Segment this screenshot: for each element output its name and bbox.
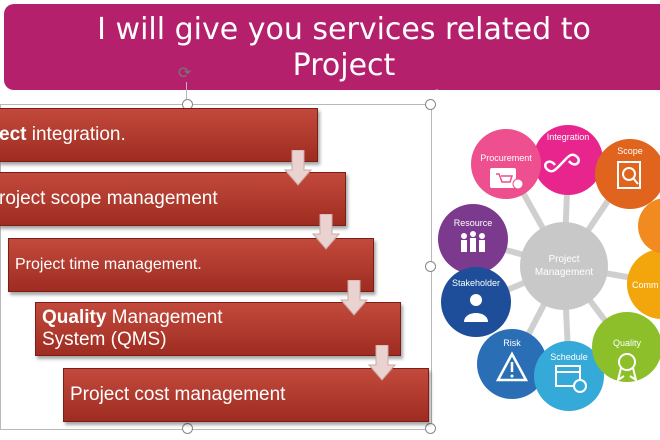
banner-title-line1: I will give you services related to Proj… [97,12,591,83]
node-partial [638,198,660,254]
hub-label-line2: Management [535,267,594,278]
hub-label-line1: Project [548,254,579,265]
step-scope[interactable]: roject scope management [0,172,346,226]
shopping-cart-icon [490,168,524,190]
warning-triangle-icon [495,351,529,382]
down-arrow-icon [312,214,340,250]
person-icon [464,294,488,322]
scope-label: Scope [617,146,643,156]
title-banner: I will give you services related to Proj… [4,4,660,119]
step-cost[interactable]: Project cost management [63,368,429,422]
down-arrow-icon [284,150,312,186]
node-schedule: Schedule [534,341,604,411]
node-risk: Risk [477,329,547,399]
node-scope: Scope [595,139,660,209]
step-time[interactable]: Project time management. [8,238,374,292]
down-arrow-icon [368,345,396,381]
step-2-text: roject scope management [0,188,218,209]
step-4-bold: Quality [42,307,107,328]
resize-handle-bottom-right[interactable] [425,423,436,434]
award-ribbon-icon [616,353,638,383]
step-1-text: integration. [26,124,126,145]
node-integration: Integration [533,125,603,195]
node-resource: Resource [438,204,508,274]
resize-handle-top-right[interactable] [425,99,436,110]
stakeholder-label: Stakeholder [452,278,500,288]
step-4-text: Management [106,307,223,328]
step-integration[interactable]: ect integration. [0,108,318,162]
people-group-icon [461,231,485,252]
communication-label: Comm [632,280,659,290]
step-1-bold: ect [0,124,27,145]
rotate-handle-icon[interactable]: ⟳ [178,65,192,82]
project-management-diagram: Project Management Integration Scope Pro… [438,125,660,411]
infinity-icon [544,153,580,173]
node-communication: Comm [627,249,660,319]
rotate-handle-stem [186,82,187,104]
schedule-label: Schedule [550,352,588,362]
step-3-text: Project time management. [15,256,202,273]
procurement-label: Procurement [480,153,532,163]
quality-label: Quality [613,338,642,348]
node-procurement: Procurement [471,129,541,199]
step-4-line2: System (QMS) [42,329,167,350]
integration-label: Integration [547,132,590,142]
resize-handle-right[interactable] [425,261,436,272]
calendar-clock-icon [555,365,587,393]
magnifier-document-icon [617,161,641,189]
resize-handle-bottom[interactable] [182,423,193,434]
node-stakeholder: Stakeholder [441,267,511,337]
down-arrow-icon [340,280,368,316]
resource-label: Resource [454,218,493,228]
node-quality: Quality [592,312,660,383]
step-5-text: Project cost management [70,384,286,405]
center-hub [520,222,608,310]
banner-title: I will give you services related to Proj… [44,12,644,120]
step-quality[interactable]: Quality Management System (QMS) [35,302,401,356]
risk-label: Risk [503,338,521,348]
